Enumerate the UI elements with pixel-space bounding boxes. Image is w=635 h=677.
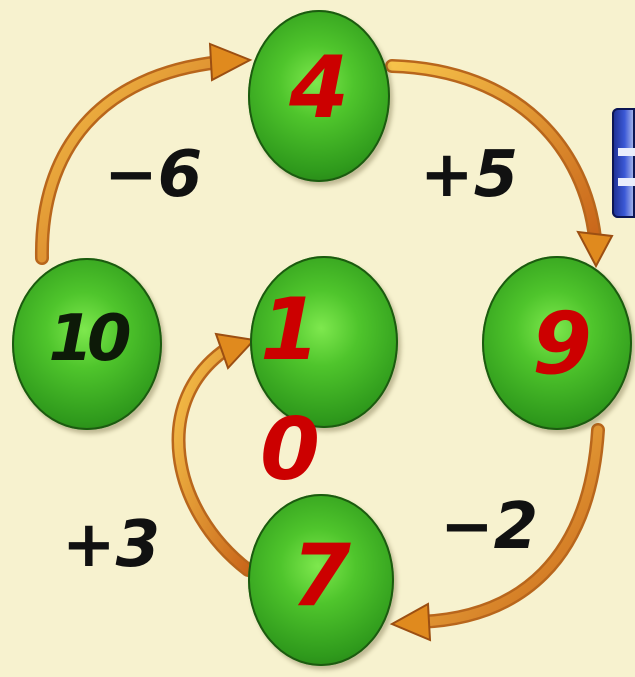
operation-label-minus-2: −2: [440, 490, 539, 564]
node-value: 4: [289, 38, 349, 138]
center-value-second-digit: 0: [260, 400, 320, 500]
book-icon: [612, 108, 635, 218]
node-right: 9: [482, 256, 632, 430]
operation-label-minus-6: −6: [104, 138, 203, 212]
center-value-first-digit: 1: [260, 280, 320, 380]
node-value: 10: [48, 302, 131, 376]
curved-arrow-icon: [171, 332, 257, 577]
node-left: 10: [12, 258, 162, 430]
operation-label-plus-5: +5: [420, 138, 519, 212]
book-icon-strip: [618, 148, 635, 156]
curved-arrow-icon: [389, 423, 605, 642]
node-value: 7: [291, 526, 351, 626]
node-center: [250, 256, 398, 428]
curved-arrow-icon: [34, 42, 253, 265]
curved-arrow-icon: [385, 59, 614, 269]
node-top: 4: [248, 10, 390, 182]
node-value: 9: [532, 294, 592, 394]
book-icon-strip: [618, 178, 635, 186]
node-bottom: 7: [248, 494, 394, 666]
operation-label-plus-3: +3: [62, 508, 161, 582]
